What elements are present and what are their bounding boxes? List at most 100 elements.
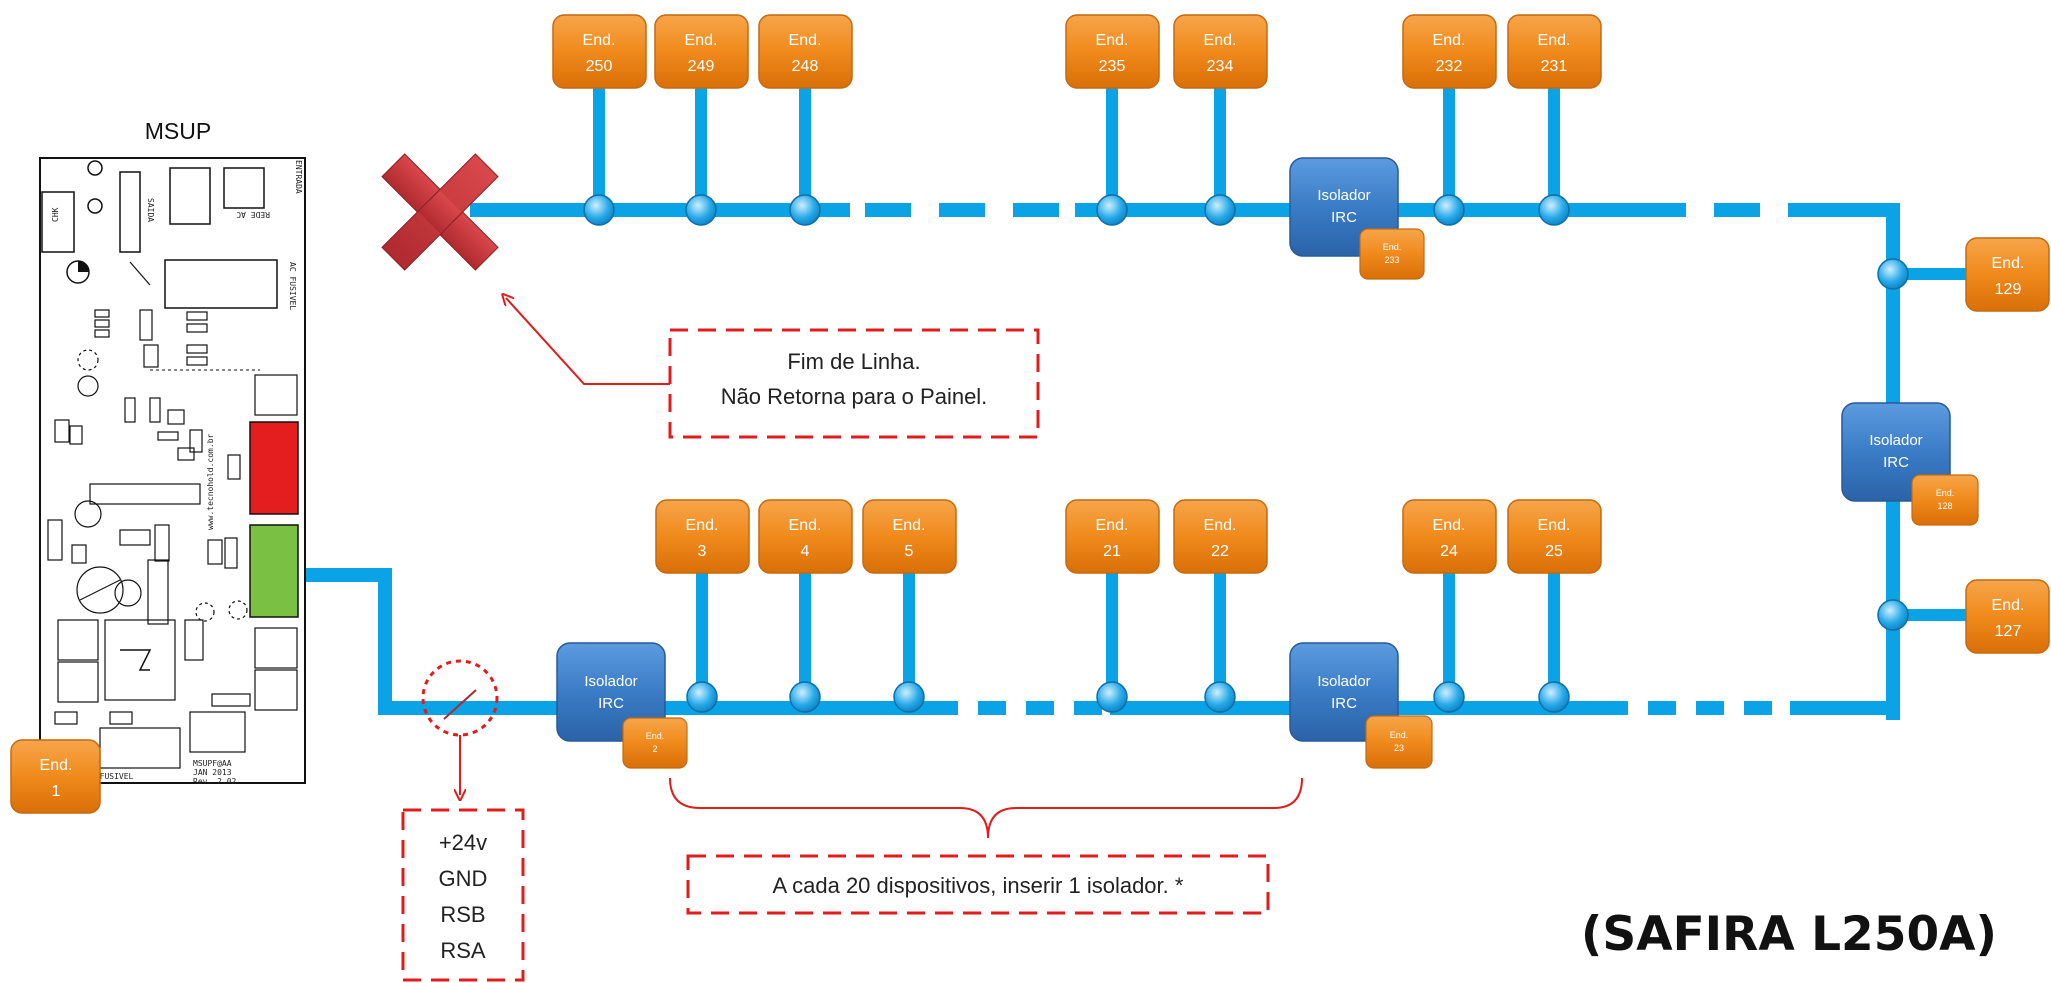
svg-text:C FUSIVEL: C FUSIVEL — [90, 772, 134, 781]
node — [1204, 194, 1236, 226]
device-prefix: End. — [1096, 517, 1129, 534]
device-prefix: End. — [1538, 517, 1571, 534]
device-module[interactable]: End. 231 — [1507, 14, 1602, 89]
device-prefix: End. — [1204, 32, 1237, 49]
device-address: 127 — [1995, 623, 2022, 640]
node — [1096, 681, 1128, 713]
svg-text:RSB: RSB — [440, 902, 485, 927]
device-module[interactable]: End. 250 — [552, 14, 647, 89]
isolator-module[interactable]: Isolador IRC End. 233 — [1289, 157, 1425, 280]
msup-board[interactable]: CHK SAIDA ENTRADA REDE AC AC FUSIVEL — [39, 157, 306, 786]
device-prefix: End. — [1204, 517, 1237, 534]
loop-lines — [300, 85, 1970, 720]
page-title: (SAFIRA L250A) — [1581, 907, 1997, 962]
device-address: 24 — [1440, 543, 1458, 560]
device-address: 232 — [1436, 58, 1463, 75]
node — [1538, 681, 1570, 713]
isolator-brace — [669, 777, 1303, 839]
note-line: Não Retorna para o Painel. — [721, 384, 988, 409]
svg-text:RSA: RSA — [440, 938, 486, 963]
device-module[interactable]: End. 24 — [1402, 499, 1497, 574]
end-of-line-arrow — [506, 298, 670, 385]
device-address: 21 — [1103, 543, 1121, 560]
svg-text:128: 128 — [1937, 501, 1952, 511]
detail-circle — [421, 659, 499, 737]
device-module[interactable]: End. 234 — [1173, 14, 1268, 89]
node — [1096, 194, 1128, 226]
device-address: 249 — [688, 58, 715, 75]
svg-text:End.: End. — [1936, 488, 1955, 498]
device-prefix: End. — [1433, 32, 1466, 49]
svg-text:End.: End. — [1383, 242, 1402, 252]
svg-text:2: 2 — [652, 744, 657, 754]
device-module[interactable]: End. 235 — [1065, 14, 1160, 89]
svg-text:www.tecnohold.com.br: www.tecnohold.com.br — [206, 433, 215, 530]
isolator-module[interactable]: Isolador IRC End. 128 — [1841, 402, 1979, 526]
red-terminal — [249, 421, 299, 515]
svg-text:Isolador: Isolador — [1317, 187, 1370, 204]
node — [1538, 194, 1570, 226]
device-address: 4 — [801, 543, 810, 560]
svg-text:AC FUSIVEL: AC FUSIVEL — [288, 262, 297, 310]
device-prefix: End. — [1992, 597, 2025, 614]
svg-text:SAIDA: SAIDA — [146, 198, 155, 222]
device-address: 231 — [1541, 58, 1568, 75]
device-module[interactable]: End. 22 — [1173, 499, 1268, 574]
device-prefix: End. — [789, 32, 822, 49]
device-prefix: End. — [1538, 32, 1571, 49]
device-module[interactable]: End. 129 — [1965, 237, 2050, 312]
svg-text:CHK: CHK — [51, 207, 60, 222]
device-prefix: End. — [685, 32, 718, 49]
node — [789, 194, 821, 226]
device-module[interactable]: End. 1 — [10, 739, 101, 814]
svg-text:End.: End. — [646, 731, 665, 741]
node — [893, 681, 925, 713]
device-address: 1 — [52, 783, 61, 800]
svg-text:IRC: IRC — [598, 695, 624, 712]
svg-text:REDE AC: REDE AC — [236, 210, 270, 219]
device-module[interactable]: End. 4 — [758, 499, 853, 574]
device-address: 129 — [1995, 281, 2022, 298]
device-module[interactable]: End. 249 — [654, 14, 749, 89]
svg-text:JAN 2013: JAN 2013 — [193, 768, 232, 777]
device-address: 250 — [586, 58, 613, 75]
top-devices: End. 250 End. 249 End. 248 End. 235 End.… — [552, 14, 1602, 89]
isolator-module[interactable]: Isolador IRC End. 2 — [556, 642, 688, 769]
svg-text:Isolador: Isolador — [584, 673, 637, 690]
device-module[interactable]: End. 3 — [655, 499, 750, 574]
node — [583, 194, 615, 226]
device-address: 5 — [905, 543, 914, 560]
svg-text:IRC: IRC — [1331, 695, 1357, 712]
note-line: Fim de Linha. — [787, 349, 920, 374]
device-address: 22 — [1211, 543, 1229, 560]
device-prefix: End. — [686, 517, 719, 534]
device-address: 25 — [1545, 543, 1563, 560]
end-of-line-note: Fim de Linha. Não Retorna para o Painel. — [668, 328, 1040, 439]
device-module[interactable]: End. 232 — [1402, 14, 1497, 89]
device-prefix: End. — [893, 517, 926, 534]
svg-text:23: 23 — [1394, 743, 1404, 753]
device-module[interactable]: End. 25 — [1507, 499, 1602, 574]
isolator-module[interactable]: Isolador IRC End. 23 — [1289, 642, 1433, 769]
device-prefix: End. — [583, 32, 616, 49]
device-prefix: End. — [789, 517, 822, 534]
svg-text:+24v: +24v — [439, 830, 487, 855]
device-address: 248 — [792, 58, 819, 75]
green-terminal — [249, 524, 299, 618]
device-module[interactable]: End. 248 — [758, 14, 853, 89]
svg-text:IRC: IRC — [1883, 454, 1909, 471]
svg-text:Rev. 2.02: Rev. 2.02 — [193, 777, 237, 786]
svg-text:Isolador: Isolador — [1317, 673, 1370, 690]
device-module[interactable]: End. 127 — [1965, 579, 2050, 654]
svg-text:ENTRADA: ENTRADA — [294, 160, 303, 194]
svg-text:233: 233 — [1384, 255, 1399, 265]
node — [686, 681, 718, 713]
svg-text:Isolador: Isolador — [1869, 432, 1922, 449]
right-devices: End. 129 End. 127 — [1965, 237, 2050, 654]
svg-text:GND: GND — [439, 866, 488, 891]
device-module[interactable]: End. 5 — [862, 499, 957, 574]
node — [1204, 681, 1236, 713]
junction-nodes — [583, 194, 1909, 713]
device-module[interactable]: End. 21 — [1065, 499, 1160, 574]
svg-text:A cada 20 dispositivos, inseri: A cada 20 dispositivos, inserir 1 isolad… — [773, 873, 1184, 898]
